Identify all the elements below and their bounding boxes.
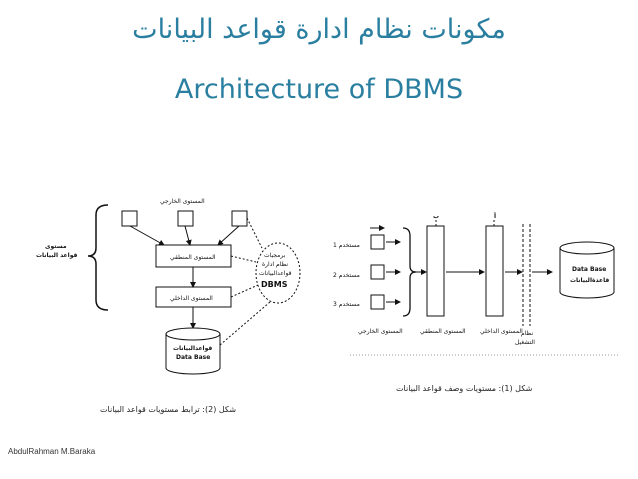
fig2-software-label-2: نظام ادارة (262, 261, 288, 268)
fig2-external-view-box-3 (231, 210, 248, 227)
fig2-database-label-ar: قواعدالبيانات (173, 345, 212, 352)
fig1-letter-a: أ (494, 212, 496, 220)
fig1-letter-b: ب (433, 213, 439, 220)
fig2-external-view-box-1 (121, 210, 138, 227)
levels-label-line1: مستوى (45, 243, 67, 250)
fig2-external-view-box-2 (177, 210, 194, 227)
fig1-caption: شكل (1): مستويات وصف قواعد البيانات (396, 384, 533, 393)
fig2-database-cylinder (165, 327, 221, 375)
figure-1-description-levels: ب أ مستخدم 1 مستخدم 2 مستخدم 3 (333, 212, 615, 393)
fig1-database-label-en: Data Base (572, 266, 606, 273)
fig2-database-label-en: Data Base (176, 354, 210, 361)
fig2-dbms-software-circle (255, 242, 301, 304)
fig1-os-label-1: نظام (521, 330, 533, 337)
fig1-os-label-2: التشغيل (515, 339, 535, 346)
slide-title-english: Architecture of DBMS (174, 74, 464, 105)
figure-2-levels-interconnection: مستوى قواعد البيانات المستوى الخارجي الم… (36, 198, 301, 414)
fig1-internal-level-label: المستوى الداخلي (480, 328, 523, 335)
fig1-user-2-label: مستخدم 2 (333, 272, 360, 279)
fig1-user-3-label: مستخدم 3 (333, 301, 360, 308)
fig1-user-3-box (370, 294, 385, 310)
fig2-internal-level-label: المستوى الداخلي (170, 295, 213, 302)
fig1-user-1-box (370, 234, 385, 250)
fig1-logical-level-rect (426, 225, 445, 317)
fig2-software-label-dbms: DBMS (261, 280, 288, 289)
fig1-internal-level-rect (485, 225, 504, 317)
fig2-software-label-1: برمجيات (264, 252, 286, 259)
levels-brace (87, 204, 109, 311)
slide-title-arabic: مكونات نظام ادارة قواعد البيانات (132, 14, 506, 45)
levels-label-line2: قواعد البيانات (36, 252, 77, 259)
fig2-caption: شكل (2): ترابط مستويات قواعد البيانات (100, 405, 236, 414)
fig1-database-label-ar: قاعدةالبيانات (570, 277, 609, 284)
fig2-external-level-label: المستوى الخارجي (160, 198, 205, 205)
fig1-user-2-box (370, 264, 385, 280)
fig1-database-cylinder (559, 241, 615, 299)
fig1-logical-level-label: المستوى المنطقي (420, 328, 466, 335)
fig1-user-1-label: مستخدم 1 (333, 242, 360, 249)
slide-footer-author: AbdulRahman M.Baraka (8, 447, 96, 456)
fig1-external-level-label: المستوى الخارجي (358, 328, 403, 335)
fig2-logical-level-label: المستوى المنطقي (170, 254, 216, 261)
fig2-software-label-3: قواعدالبيانات (259, 270, 292, 277)
